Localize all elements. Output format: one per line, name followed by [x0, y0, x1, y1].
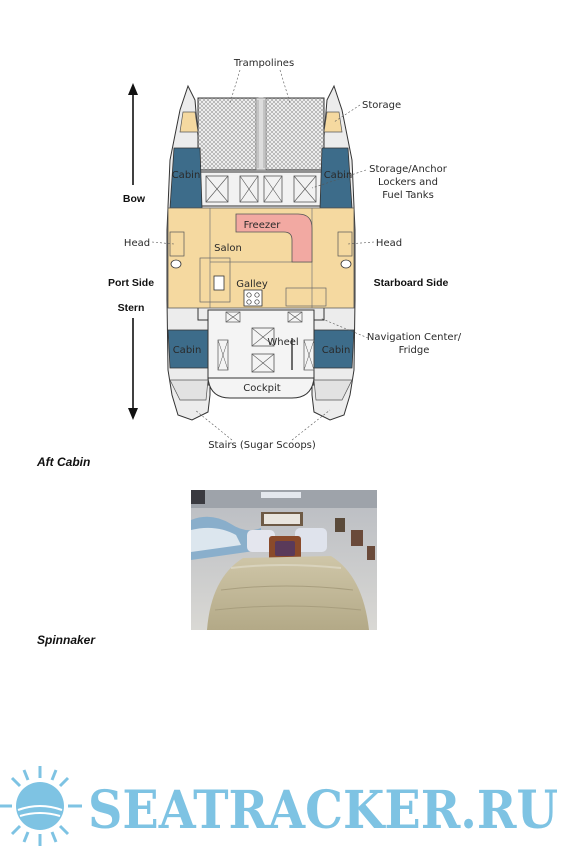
label-head-right: Head [376, 238, 402, 249]
label-navigation-1: Navigation Center/ [367, 332, 462, 343]
label-cabin-forward-port: Cabin [172, 170, 201, 181]
label-cabin-aft-port: Cabin [173, 345, 202, 356]
section-title-spinnaker: Spinnaker [37, 633, 96, 647]
label-galley: Galley [236, 279, 268, 290]
label-port-side: Port Side [108, 277, 154, 289]
label-stern: Stern [118, 302, 145, 314]
section-title-aft-cabin: Aft Cabin [37, 455, 91, 469]
leader-lines [151, 69, 375, 441]
storage-port-bow [179, 111, 199, 133]
label-cabin-forward-starboard: Cabin [324, 170, 353, 181]
stairs-starboard [313, 379, 353, 401]
label-salon: Salon [214, 243, 242, 254]
label-wheel: Wheel [267, 337, 298, 348]
head-port [169, 231, 185, 257]
watermark-text: SEATRACKER.RU [88, 780, 558, 841]
galley-sink [213, 275, 225, 291]
storage-starboard-bow [323, 111, 343, 133]
label-stairs: Stairs (Sugar Scoops) [208, 440, 316, 451]
cockpit-seat [207, 377, 315, 399]
label-cockpit: Cockpit [243, 383, 281, 394]
cockpit-area [207, 309, 315, 386]
freezer [235, 213, 313, 263]
label-storage: Storage [362, 100, 401, 111]
galley-stove [243, 289, 263, 307]
bow-stern-arrow [128, 83, 138, 420]
head-starboard [337, 231, 353, 257]
trampolines-area [197, 97, 325, 171]
sun-logo-icon [0, 766, 82, 846]
label-freezer: Freezer [244, 220, 282, 231]
label-trampolines: Trampolines [233, 58, 294, 69]
seatracker-watermark: SEATRACKER.RU [0, 766, 558, 846]
label-storage-anchor-3: Fuel Tanks [382, 190, 434, 201]
label-cabin-aft-starboard: Cabin [322, 345, 351, 356]
label-starboard-side: Starboard Side [374, 277, 449, 289]
storage-anchor-lockers [197, 171, 325, 207]
label-bow: Bow [123, 193, 146, 205]
label-navigation-2: Fridge [399, 345, 430, 356]
stairs-port [169, 379, 209, 401]
label-storage-anchor-2: Lockers and [378, 177, 438, 188]
label-storage-anchor-1: Storage/Anchor [369, 164, 448, 175]
aft-cabin-photo [191, 490, 377, 630]
label-head-left: Head [124, 238, 150, 249]
catamaran-deck-plan-diagram: Trampolines Storage Storage/Anchor Locke… [108, 58, 462, 451]
